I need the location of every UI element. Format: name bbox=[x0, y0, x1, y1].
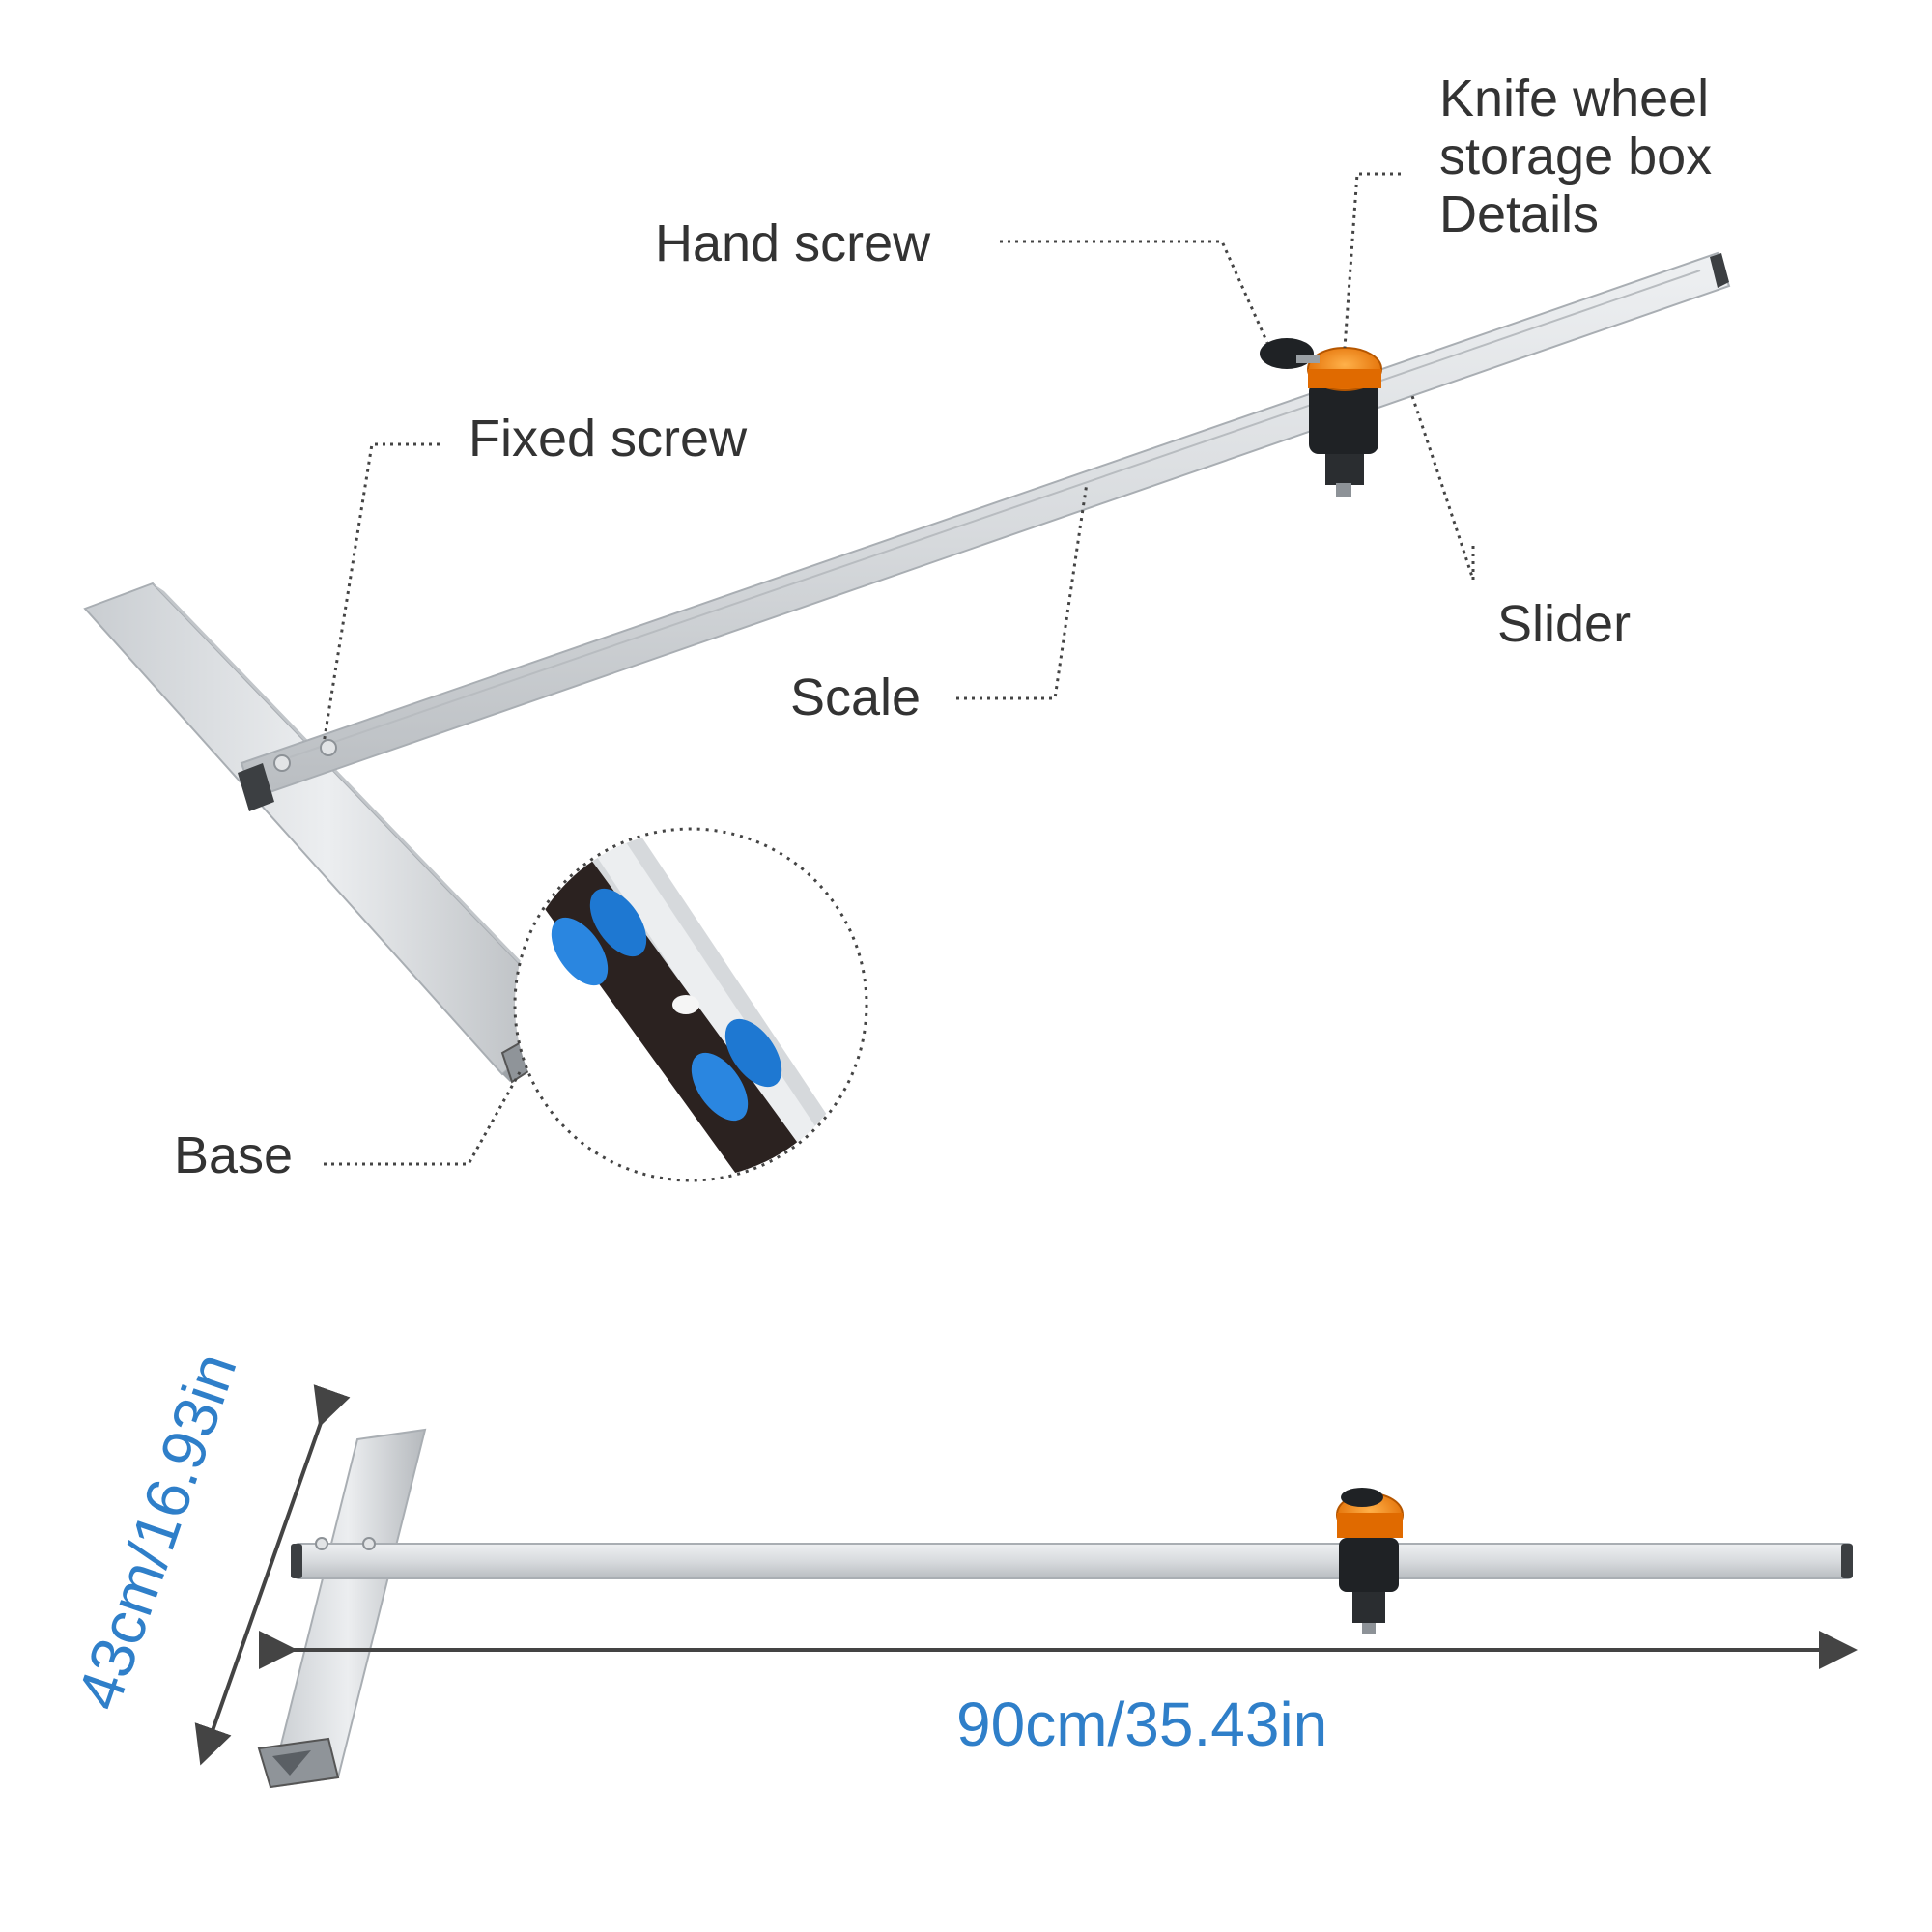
scale-label: Scale bbox=[790, 668, 922, 726]
dimension-arrows bbox=[194, 1384, 1858, 1766]
base-label: Base bbox=[174, 1126, 294, 1184]
base-rail bbox=[83, 582, 580, 1084]
length-dimension-label: 90cm/35.43in bbox=[956, 1690, 1328, 1759]
slider-label: Slider bbox=[1497, 595, 1632, 653]
knife-wheel-storage-box-label: Knife wheel storage box Details bbox=[1439, 70, 1903, 243]
slider-assembly bbox=[1260, 338, 1382, 497]
roller-detail-zoom bbox=[513, 827, 868, 1182]
knife-wheel-label-line2: storage box bbox=[1439, 128, 1713, 185]
knife-wheel-label-line1: Knife wheel bbox=[1439, 70, 1710, 128]
base-rail-side-view bbox=[257, 1428, 427, 1789]
slider-side-view bbox=[1336, 1488, 1404, 1634]
leader-lines bbox=[322, 172, 1475, 1166]
fixed-screw-label: Fixed screw bbox=[469, 410, 748, 468]
knife-wheel-label-line3: Details bbox=[1439, 185, 1600, 243]
hand-screw-label: Hand screw bbox=[655, 214, 931, 272]
scale-bar bbox=[238, 251, 1731, 811]
scale-bar-side-view bbox=[291, 1537, 1853, 1579]
